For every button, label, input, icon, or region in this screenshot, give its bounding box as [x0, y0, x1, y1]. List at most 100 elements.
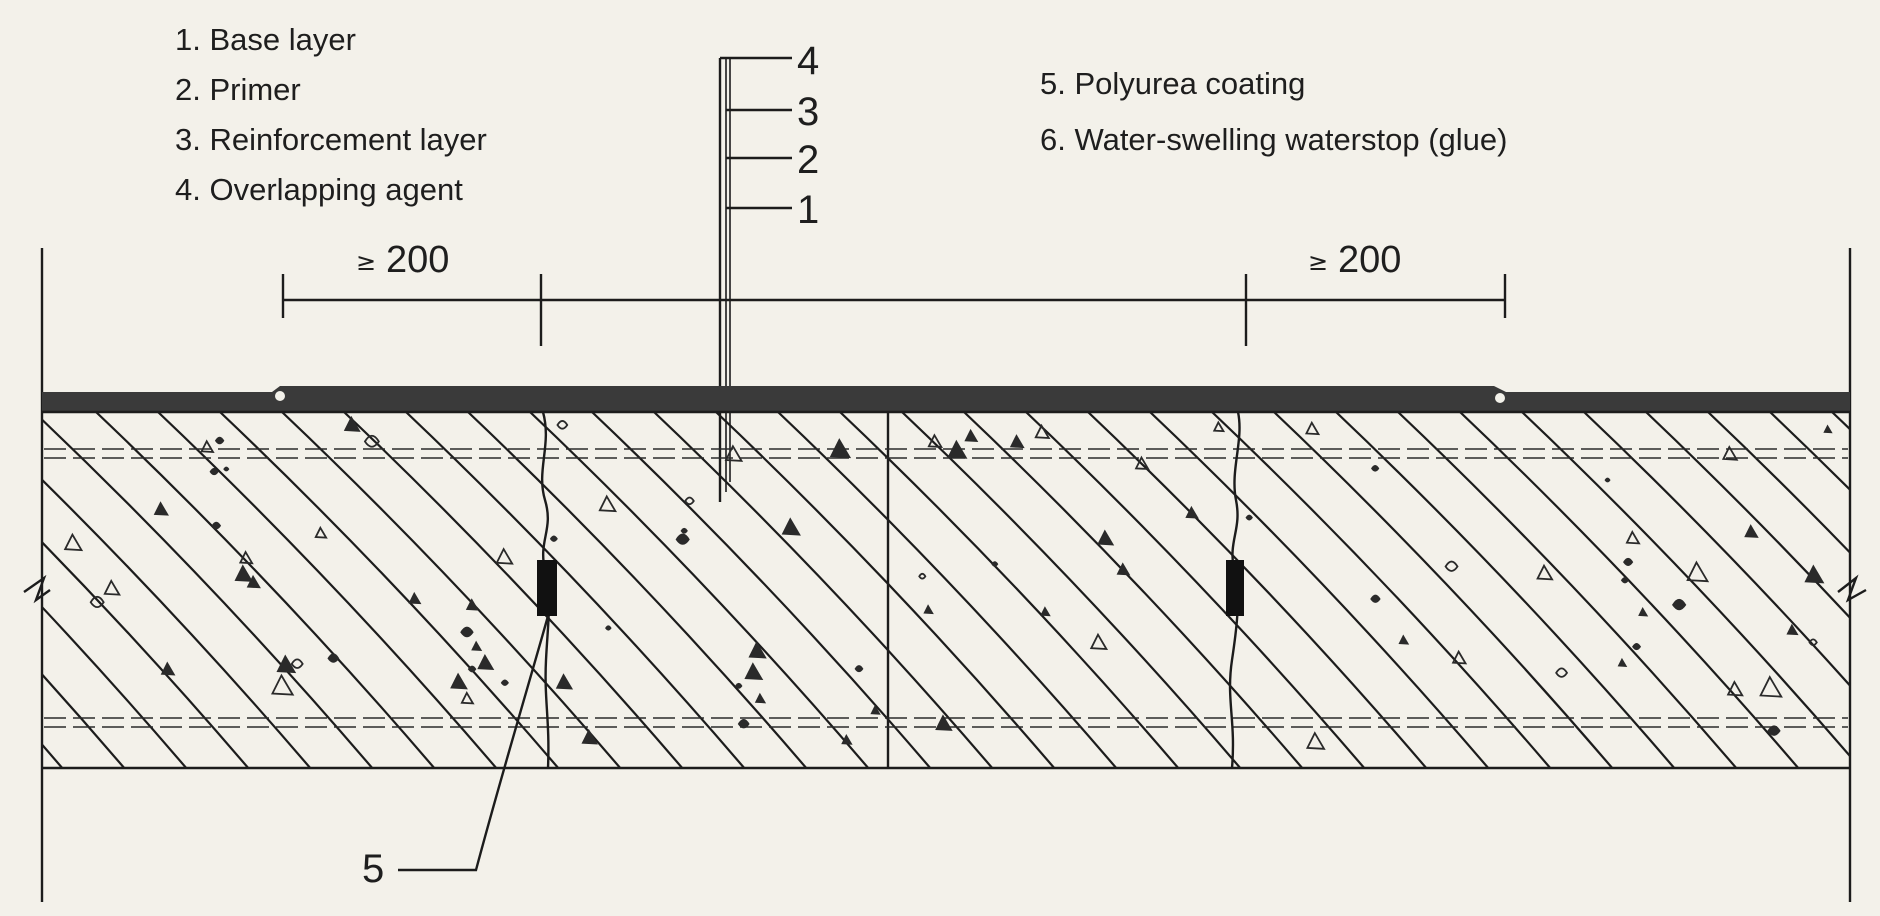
aggregate-mark [549, 535, 558, 542]
callout-label-4: 4 [797, 39, 819, 83]
hatch-line [42, 478, 312, 768]
aggregate-mark [276, 654, 297, 674]
aggregate-mark [1040, 606, 1051, 617]
aggregate-mark [680, 527, 688, 534]
aggregate-mark [1686, 560, 1710, 583]
hatch-line [715, 412, 1056, 768]
aggregate-mark [1759, 675, 1783, 698]
aggregate-mark [1304, 420, 1321, 436]
aggregate-mark [1823, 424, 1833, 434]
coating-overlap-node-right [1495, 393, 1505, 403]
hatch-line [1149, 412, 1490, 768]
aggregate-mark [363, 434, 380, 448]
aggregate-mark [841, 734, 853, 745]
aggregate-mark [209, 467, 219, 476]
hatch-line [42, 418, 374, 768]
joint-callout: 5 [362, 615, 550, 891]
legend-item-polyurea-coating: 5. Polyurea coating [1040, 66, 1305, 101]
hatch-line [42, 742, 64, 768]
callout-label-1: 1 [797, 188, 819, 232]
aggregate-mark [471, 640, 483, 652]
layer-callout: 4 3 2 1 [718, 39, 819, 502]
aggregate-mark [1804, 564, 1825, 584]
legend-item-waterstop: 6. Water-swelling waterstop (glue) [1040, 122, 1507, 157]
hatch-line [901, 412, 1242, 768]
aggregate-mark [1620, 577, 1629, 584]
aggregate-mark [1089, 632, 1109, 651]
aggregate-mark [477, 653, 495, 671]
hatch-line [777, 412, 1118, 768]
dimension-line: ≥ 200 ≥ 200 [281, 239, 1507, 346]
hatch-line [1583, 412, 1850, 688]
hatch-line [1087, 412, 1428, 768]
hatch-line [281, 412, 622, 768]
aggregate-mark [500, 679, 509, 686]
aggregate-mark [238, 550, 254, 565]
aggregate-mark [1767, 725, 1781, 736]
aggregate-mark [1185, 505, 1199, 519]
aggregate-mark [314, 525, 328, 539]
waterstop-left [537, 560, 557, 616]
aggregate-mark [1623, 557, 1634, 566]
aggregate-mark [270, 673, 295, 696]
aggregate-mark [854, 665, 864, 673]
aggregate-mark [211, 521, 222, 530]
aggregate-mark [1786, 623, 1799, 636]
aggregate-mark [1536, 563, 1554, 581]
break-mark-left [23, 574, 51, 604]
aggregate-mark [1555, 667, 1569, 678]
joint-callout-label-5: 5 [362, 847, 384, 891]
hatch-line [1521, 412, 1850, 758]
aggregate-mark [290, 658, 304, 669]
hatch-line [343, 412, 684, 768]
aggregate-mark [918, 572, 927, 580]
aggregate-mark [1009, 434, 1025, 449]
aggregate-mark [1305, 731, 1326, 750]
aggregate-mark [63, 532, 84, 552]
aggregate-mark [1744, 524, 1759, 538]
aggregate-mark [927, 433, 943, 449]
hatch-line [95, 412, 436, 768]
callout-label-3: 3 [797, 90, 819, 134]
hatch-line [1707, 412, 1850, 555]
aggregate-mark [829, 438, 852, 459]
aggregate-mark [754, 692, 767, 704]
aggregate-mark [1034, 423, 1051, 440]
aggregate-mark [744, 662, 764, 681]
aggregate-mark [1451, 649, 1468, 665]
aggregate-mark [1617, 657, 1628, 667]
aggregate-mark [1625, 530, 1641, 545]
break-mark-right [1837, 574, 1867, 603]
aggregate-mark [1721, 445, 1739, 461]
hatch-line [1211, 412, 1552, 768]
aggregate-mark [408, 591, 422, 605]
hatch-line [591, 412, 932, 768]
aggregate-mark [555, 673, 574, 690]
aggregate-mark [200, 439, 215, 453]
rebar-bottom [44, 717, 1848, 728]
concrete-slab-hatching [42, 412, 1850, 768]
aggregate-mark [991, 561, 999, 567]
aggregate-mark [675, 533, 690, 545]
aggregate-marks [63, 415, 1833, 750]
hatch-line [42, 672, 126, 768]
hatch-line [1459, 412, 1800, 768]
polyurea-coating-layer [42, 386, 1850, 412]
aggregate-mark [214, 436, 225, 445]
legend-right: 5. Polyurea coating 6. Water-swelling wa… [1040, 66, 1507, 157]
aggregate-mark [1808, 638, 1818, 647]
aggregate-mark [460, 626, 474, 638]
aggregate-mark [495, 547, 514, 565]
hatch-line [42, 540, 250, 768]
aggregate-mark [465, 598, 480, 611]
aggregate-mark [450, 672, 468, 690]
aggregate-mark [160, 661, 176, 676]
aggregate-mark [1370, 594, 1381, 603]
hatch-line [963, 412, 1304, 768]
aggregate-mark [781, 517, 801, 536]
hatch-line [529, 412, 870, 768]
legend-item-overlapping-agent: 4. Overlapping agent [175, 172, 463, 207]
aggregate-mark [684, 496, 695, 506]
